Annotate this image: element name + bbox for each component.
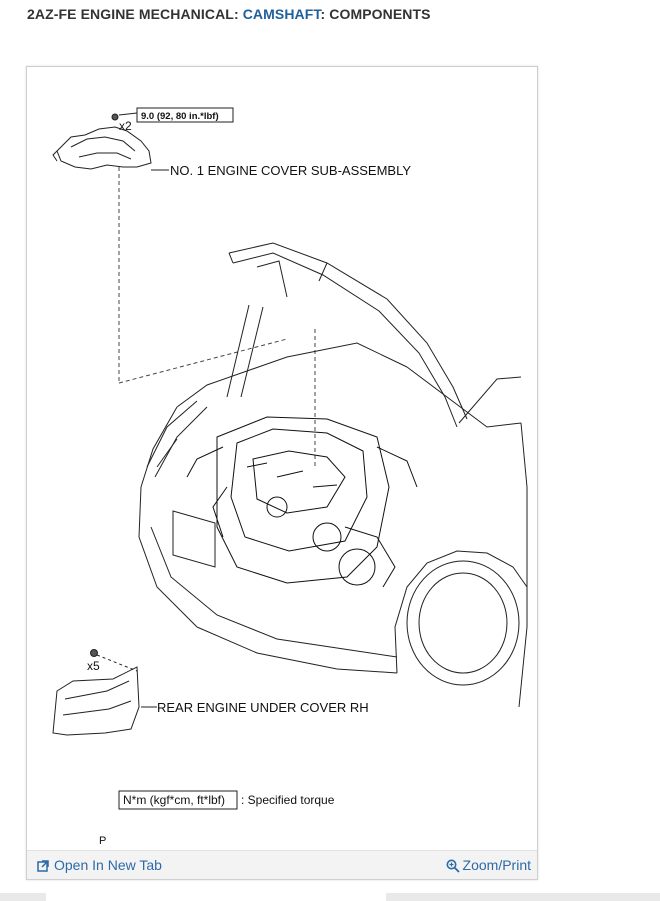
torque-value-label: 9.0 (92, 80 in.*lbf): [141, 111, 219, 122]
zoom-print-link[interactable]: Zoom/Print: [446, 857, 531, 873]
bottom-strip-segment: [46, 893, 386, 901]
open-new-tab-icon: [37, 860, 49, 873]
image-toolbar: Open In New Tab Zoom/Print: [27, 850, 537, 879]
engine-drawing: [186, 416, 418, 588]
quantity-x5-label: x5: [87, 659, 100, 673]
legend-unit-box: N*m (kgf*cm, ft*lbf): [123, 793, 225, 807]
magnifier-icon: [446, 859, 460, 873]
zoom-print-label: Zoom/Print: [462, 857, 531, 873]
legend-description: : Specified torque: [241, 793, 335, 807]
page-bottom-bar: [0, 893, 660, 901]
quantity-x2-label: x2: [119, 119, 132, 133]
clip-icon: [90, 649, 98, 657]
under-cover-label: REAR ENGINE UNDER COVER RH: [157, 700, 369, 715]
under-cover-drawing: [52, 666, 140, 736]
bolt-icon: [111, 113, 119, 121]
title-prefix: 2AZ-FE ENGINE MECHANICAL:: [27, 6, 243, 22]
vehicle-drawing: [138, 242, 528, 708]
title-suffix: : COMPONENTS: [320, 6, 431, 22]
open-new-tab-label: Open In New Tab: [54, 857, 162, 873]
engine-cover-label: NO. 1 ENGINE COVER SUB-ASSEMBLY: [170, 163, 411, 178]
engine-components-diagram: 9.0 (92, 80 in.*lbf) x2 NO. 1 ENGINE COV…: [52, 107, 528, 847]
diagram-frame: 9.0 (92, 80 in.*lbf) x2 NO. 1 ENGINE COV…: [26, 66, 538, 880]
diagram-code: P: [99, 835, 106, 847]
page-title: 2AZ-FE ENGINE MECHANICAL: CAMSHAFT: COMP…: [27, 6, 431, 22]
open-new-tab-link[interactable]: Open In New Tab: [37, 857, 162, 873]
leader-lines: [118, 167, 316, 467]
engine-cover-drawing: [52, 126, 152, 170]
camshaft-link[interactable]: CAMSHAFT: [242, 6, 321, 22]
